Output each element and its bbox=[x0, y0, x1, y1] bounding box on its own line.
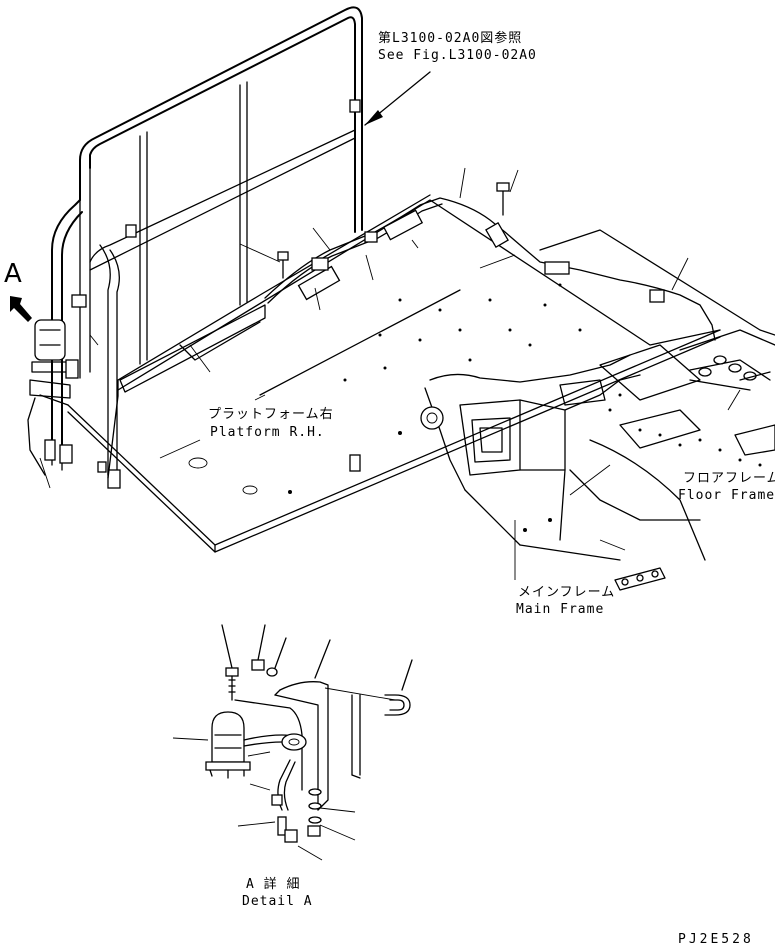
platform bbox=[39, 194, 721, 553]
view-a-arrow bbox=[10, 296, 32, 322]
platform-label-jp: プラットフォーム右 bbox=[208, 407, 334, 422]
main-frame bbox=[420, 229, 775, 591]
handrail bbox=[51, 6, 363, 489]
leader-lines bbox=[39, 71, 741, 580]
main-frame-label-jp: メインフレーム bbox=[518, 585, 615, 600]
wiring-harness bbox=[264, 182, 716, 341]
floor-frame-label-jp: フロアフレーム bbox=[683, 471, 775, 486]
drawing-code: PJ2E528 bbox=[678, 932, 754, 945]
see-fig-label-en: See Fig.L3100-02A0 bbox=[378, 48, 537, 63]
view-a-label: A bbox=[4, 259, 22, 289]
see-fig-label-jp: 第L3100-02A0図参照 bbox=[378, 30, 522, 46]
floor-frame-label-en: Floor Frame bbox=[678, 488, 775, 503]
platform-label-en: Platform R.H. bbox=[210, 425, 325, 440]
main-frame-label-en: Main Frame bbox=[516, 602, 604, 617]
beacon-lamp bbox=[27, 319, 79, 476]
detail-a-label-jp: A 詳 細 bbox=[246, 876, 300, 892]
detail-a-label-en: Detail A bbox=[242, 894, 313, 909]
detail-a-drawing bbox=[172, 624, 413, 861]
